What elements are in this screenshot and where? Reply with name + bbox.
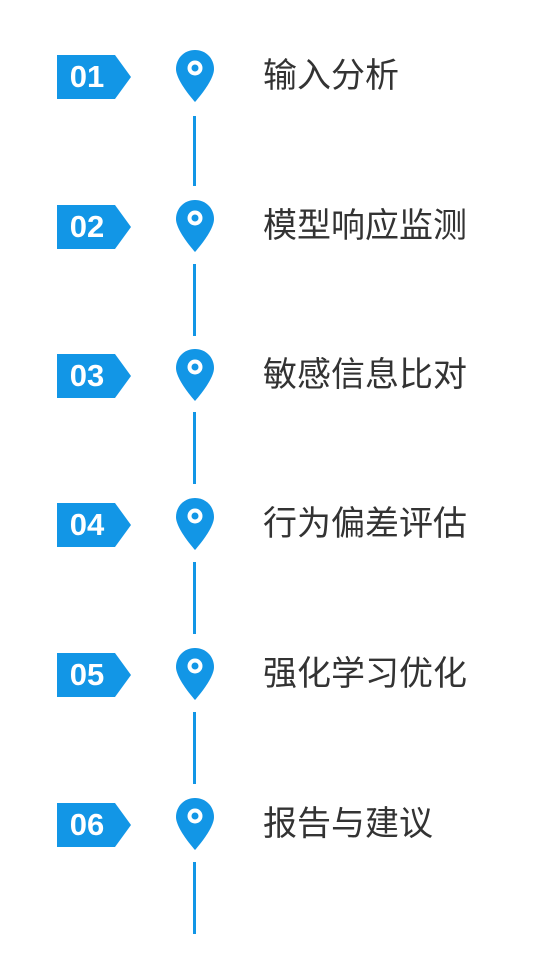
timeline-step: 01 输入分析: [0, 50, 538, 114]
step-number-badge: 04: [57, 503, 131, 547]
step-number: 04: [69, 507, 105, 542]
location-pin-icon: [174, 796, 216, 852]
timeline-step: 05 强化学习优化: [0, 648, 538, 712]
step-number: 03: [69, 358, 105, 393]
step-number-badge: 01: [57, 55, 131, 99]
arrow-tag-icon: [57, 803, 131, 847]
timeline-connector: [193, 116, 196, 186]
timeline-step: 03 敏感信息比对: [0, 349, 538, 413]
location-pin-icon: [174, 48, 216, 104]
step-number: 01: [69, 59, 105, 94]
step-number: 06: [69, 807, 105, 842]
timeline-step: 04 行为偏差评估: [0, 498, 538, 562]
step-number: 02: [69, 209, 105, 244]
location-pin-icon: [174, 347, 216, 403]
step-label: 报告与建议: [263, 804, 433, 844]
timeline-connector: [193, 562, 196, 634]
step-number-badge: 05: [57, 653, 131, 697]
step-label: 敏感信息比对: [263, 355, 467, 395]
timeline-connector: [193, 712, 196, 784]
timeline-step: 06 报告与建议: [0, 798, 538, 862]
step-number: 05: [69, 657, 105, 692]
step-label: 强化学习优化: [263, 654, 467, 694]
arrow-tag-icon: [57, 205, 131, 249]
step-number-badge: 02: [57, 205, 131, 249]
location-pin-icon: [174, 496, 216, 552]
arrow-tag-icon: [57, 354, 131, 398]
timeline-connector: [193, 412, 196, 484]
arrow-tag-icon: [57, 55, 131, 99]
step-number-badge: 06: [57, 803, 131, 847]
location-pin-icon: [174, 198, 216, 254]
step-label: 行为偏差评估: [263, 504, 467, 544]
step-label: 输入分析: [263, 56, 399, 96]
step-number-badge: 03: [57, 354, 131, 398]
step-label: 模型响应监测: [263, 206, 467, 246]
timeline-connector: [193, 264, 196, 336]
arrow-tag-icon: [57, 653, 131, 697]
arrow-tag-icon: [57, 503, 131, 547]
timeline-step: 02 模型响应监测: [0, 200, 538, 264]
location-pin-icon: [174, 646, 216, 702]
timeline-connector: [193, 862, 196, 934]
